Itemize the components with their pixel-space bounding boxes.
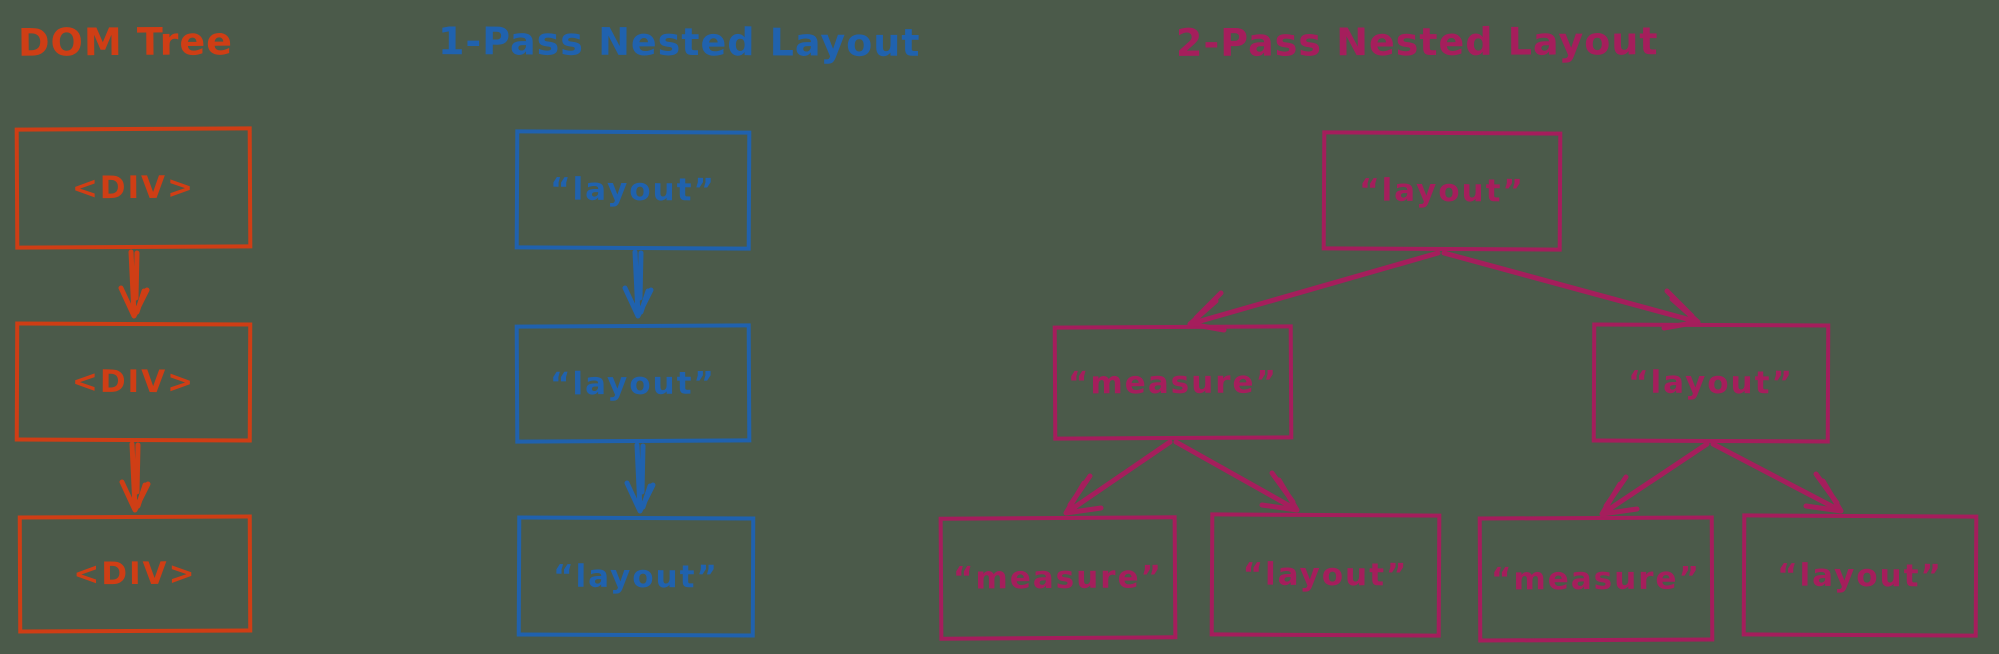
twopass-right-label: “layout” bbox=[1628, 364, 1794, 402]
two-pass-title: 2-Pass Nested Layout bbox=[1175, 19, 1659, 65]
dom-node-3-label: <DIV> bbox=[73, 555, 197, 593]
onepass-node-3-label: “layout” bbox=[553, 558, 719, 595]
arrow-twopass-root-right-icon bbox=[1441, 250, 1701, 331]
arrow-dom-2-icon bbox=[119, 441, 151, 513]
dom-node-3: <DIV> bbox=[17, 514, 253, 634]
twopass-rightleft-label: “measure” bbox=[1491, 560, 1701, 598]
arrow-twopass-right-rightleft-icon bbox=[1599, 441, 1710, 517]
onepass-node-2-label: “layout” bbox=[550, 365, 716, 402]
twopass-left-label: “measure” bbox=[1067, 363, 1278, 402]
dom-node-2-label: <DIV> bbox=[71, 363, 196, 401]
twopass-leftleft-label: “measure” bbox=[952, 559, 1164, 597]
onepass-node-1: “layout” bbox=[514, 129, 752, 251]
arrow-dom-1-icon bbox=[118, 249, 150, 319]
twopass-leftleft-node: “measure” bbox=[938, 515, 1178, 641]
twopass-right-node: “layout” bbox=[1591, 322, 1831, 444]
arrow-onepass-2-icon bbox=[624, 442, 656, 514]
twopass-left-node: “measure” bbox=[1052, 324, 1294, 441]
onepass-node-1-label: “layout” bbox=[550, 171, 716, 209]
twopass-root-label: “layout” bbox=[1359, 172, 1525, 210]
dom-tree-title: DOM Tree bbox=[17, 19, 234, 65]
twopass-rightright-label: “layout” bbox=[1777, 557, 1943, 594]
arrow-twopass-left-leftright-icon bbox=[1173, 439, 1300, 513]
onepass-node-3: “layout” bbox=[516, 515, 756, 638]
twopass-rightright-node: “layout” bbox=[1741, 513, 1979, 638]
arrow-twopass-right-rightright-icon bbox=[1710, 441, 1844, 514]
dom-node-1-label: <DIV> bbox=[71, 169, 196, 207]
twopass-leftright-label: “layout” bbox=[1242, 556, 1409, 594]
one-pass-title: 1-Pass Nested Layout bbox=[437, 19, 921, 65]
dom-node-2: <DIV> bbox=[14, 321, 253, 443]
onepass-node-2: “layout” bbox=[514, 323, 752, 444]
twopass-leftright-node: “layout” bbox=[1209, 512, 1442, 638]
dom-node-1: <DIV> bbox=[14, 126, 253, 250]
twopass-rightleft-node: “measure” bbox=[1477, 515, 1715, 643]
arrow-onepass-1-icon bbox=[622, 249, 654, 319]
arrow-twopass-root-left-icon bbox=[1187, 250, 1441, 333]
arrow-twopass-left-leftleft-icon bbox=[1063, 439, 1173, 516]
twopass-root-node: “layout” bbox=[1321, 130, 1563, 252]
